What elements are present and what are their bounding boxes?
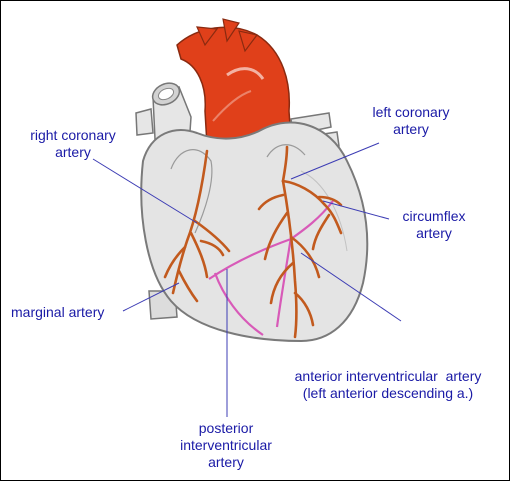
label-anterior-interventricular-artery: anterior interventricular artery (left a… [283,368,493,402]
label-line: marginal artery [11,304,105,320]
label-line: artery [208,454,244,470]
label-line: artery [55,144,91,160]
label-circumflex-artery: circumflex artery [379,208,489,242]
leader-marginal [122,282,180,312]
label-line: anterior interventricular artery [294,368,482,384]
leader-right-coronary [92,158,198,224]
label-line: right coronary [30,127,116,143]
label-posterior-interventricular-artery: posterior interventricular artery [161,420,291,471]
label-line: circumflex [402,208,466,224]
label-line: posterior [198,420,254,436]
label-marginal-artery: marginal artery [11,304,104,321]
label-line: left coronary [372,104,450,120]
label-line: artery [393,121,429,137]
coronary-arteries [163,145,343,339]
leader-lines [92,142,402,417]
leader-left-coronary [290,142,380,180]
label-line: artery [416,225,452,241]
label-left-coronary-artery: left coronary artery [356,104,466,138]
heart-body [140,121,369,343]
leader-circumflex [322,200,390,220]
leader-anterior-interventricular [300,252,402,322]
label-right-coronary-artery: right coronary artery [13,127,133,161]
aorta [176,18,292,150]
label-line: (left anterior descending a.) [302,385,474,401]
label-line: interventricular [180,437,272,453]
